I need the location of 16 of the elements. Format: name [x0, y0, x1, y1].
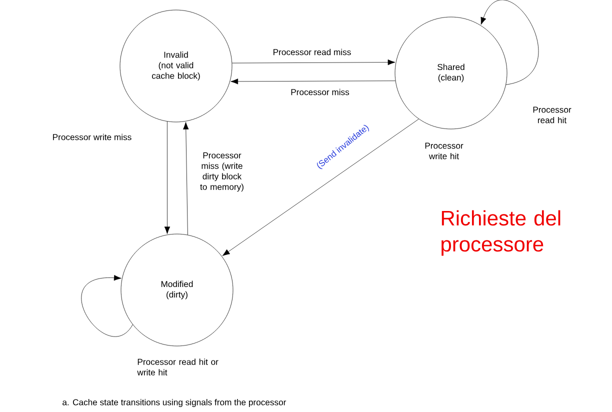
caption: a. Cache state transitions using signals from the processor	[62, 399, 286, 408]
arrow	[230, 78, 396, 84]
note-text: Richieste del processore	[442, 210, 560, 256]
arrow	[232, 59, 396, 66]
arrow	[480, 0, 539, 85]
edge-label: Processor read hit	[533, 106, 572, 124]
edge-label: Processor miss	[291, 88, 350, 96]
edge-label: Processor write miss	[53, 134, 132, 140]
arrow	[164, 121, 170, 234]
edge-label: Processor miss (write dirty block to memory)	[200, 152, 244, 192]
edge-label: Processor write hit	[425, 142, 464, 160]
arrow	[222, 118, 419, 256]
edge-label: Processor read hit or write hit	[137, 358, 218, 376]
edge-label: Processor read miss	[274, 48, 351, 56]
arrow	[81, 275, 133, 337]
arrow	[183, 122, 189, 236]
